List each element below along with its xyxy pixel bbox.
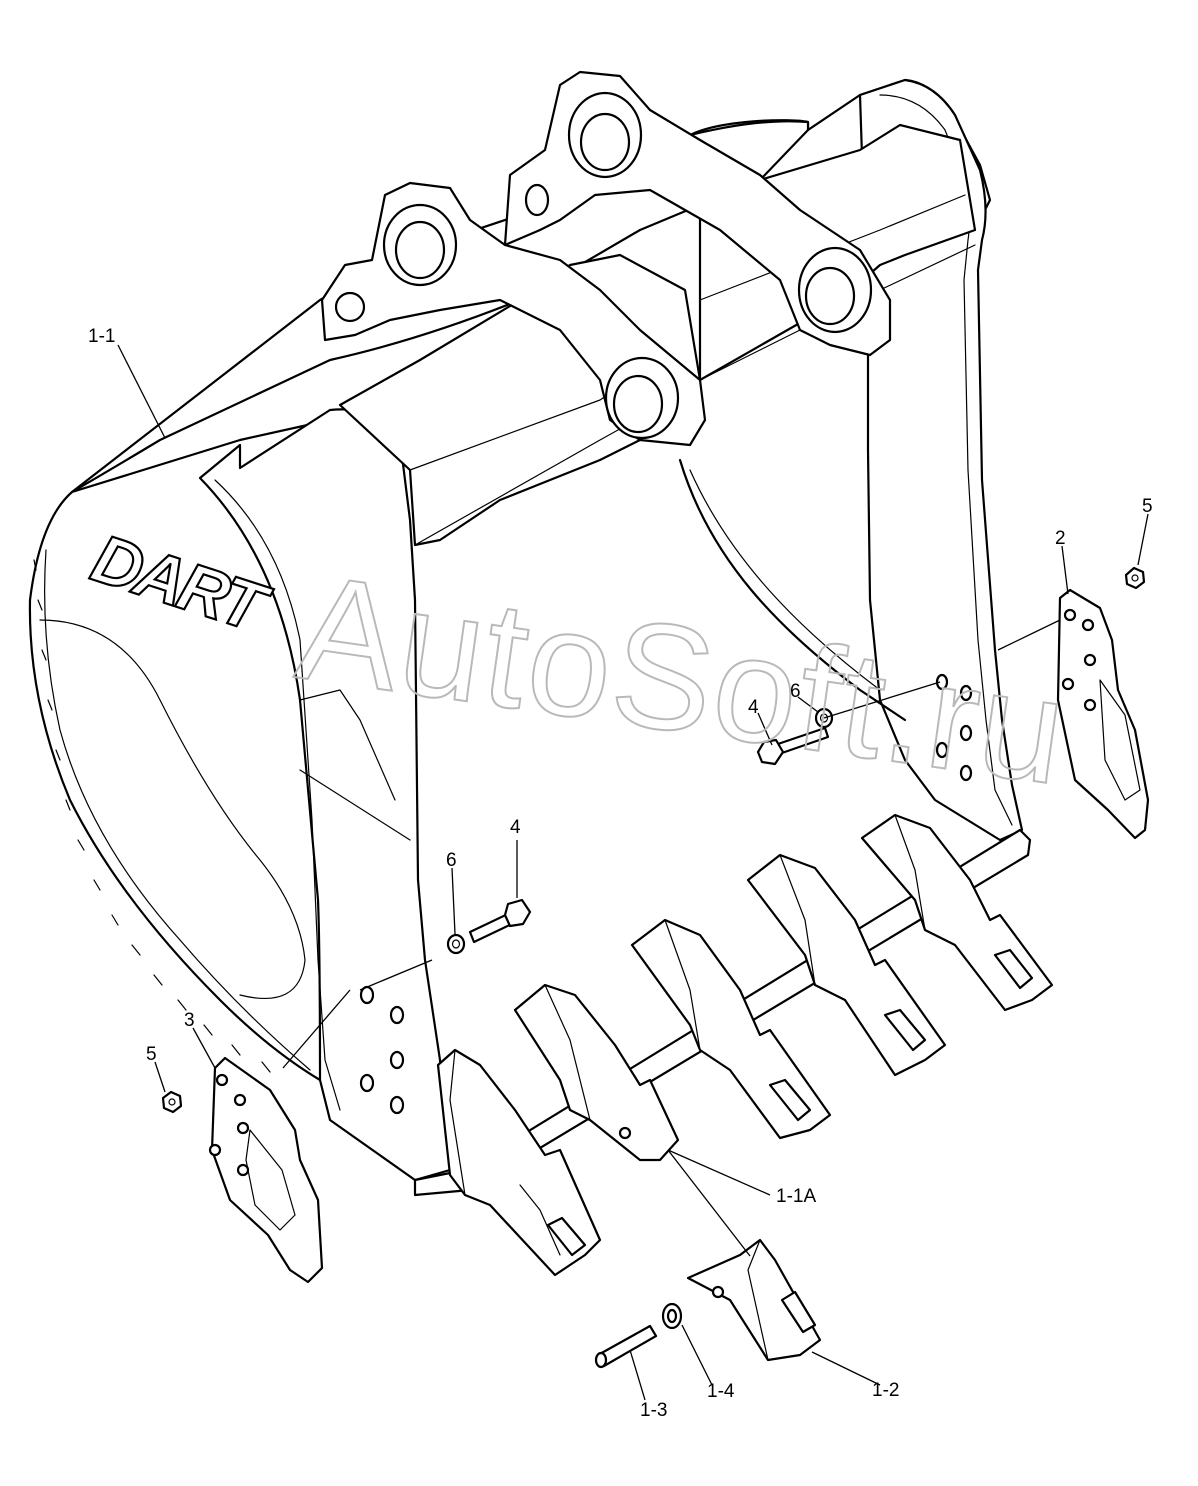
tooth [436,1048,602,1277]
tooth [860,813,1054,1012]
exploded-retainer-pin [594,1324,658,1369]
bucket-teeth [436,813,1054,1277]
nut-right [1124,566,1146,590]
callout-nut-right: 5 [1142,496,1153,517]
callout-retainer-washer: 1-4 [707,1381,735,1402]
side-cutter-right [1056,588,1150,840]
side-holes-left [359,985,405,1115]
tooth [746,853,947,1077]
callout-nut-left: 5 [146,1044,157,1065]
tooth [513,983,680,1162]
callout-bolt-upper: 4 [748,697,759,718]
bracket-pin-hole [334,291,366,323]
side-cutter-left [208,1056,324,1284]
washer-lower [446,933,466,955]
tooth [630,918,832,1140]
bracket-boss [382,203,458,287]
nut-left [161,1090,183,1114]
callout-bolt-lower: 4 [510,817,521,838]
bolt-lower [468,898,532,944]
bracket-boss [797,246,873,334]
callout-bucket: 1-1 [88,326,115,347]
exploded-retainer-washer [661,1302,683,1330]
bracket-boss [567,91,643,179]
callout-tooth-adapter: 1-1A [776,1186,816,1207]
mounting-bracket-left [320,181,707,447]
callout-washer-upper: 6 [790,681,801,702]
bolt-upper [756,726,830,766]
callout-retainer-pin: 1-3 [640,1400,667,1421]
callout-tooth-point: 1-2 [872,1380,899,1401]
bracket-pin-hole [524,183,550,217]
exploded-tooth-point [686,1238,822,1362]
callout-labels: 1-1 4 6 4 6 2 5 3 5 1-1A 1-2 1-3 1-4 [88,326,1153,1421]
side-holes-right [935,673,973,782]
mounting-bracket-right [503,70,892,357]
bracket-boss [604,356,680,440]
leader-lines [117,344,1149,1401]
callout-side-cutter-left: 3 [184,1010,195,1031]
callout-side-cutter-right: 2 [1055,528,1066,549]
callout-washer-lower: 6 [446,850,457,871]
